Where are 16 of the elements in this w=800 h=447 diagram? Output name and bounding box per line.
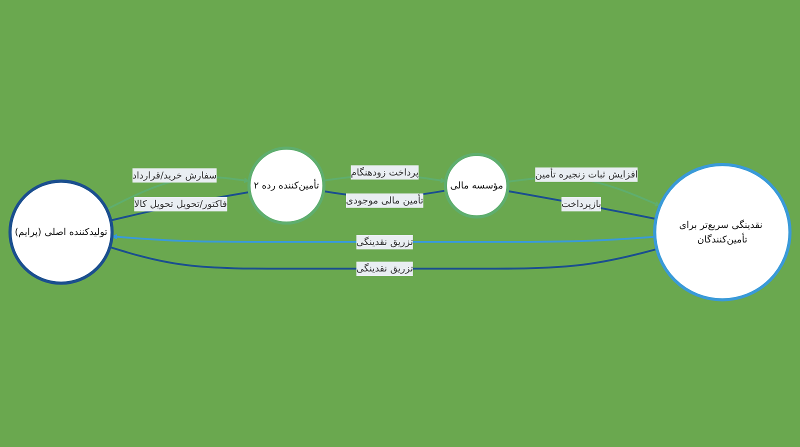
node-circle: تولیدکننده اصلی (پرایم) bbox=[8, 179, 114, 284]
arrow bbox=[112, 234, 655, 242]
edge-label: تزریق نقدینگی bbox=[356, 262, 414, 274]
connector bbox=[507, 190, 656, 220]
node-circle: نقدینگی سریع‌تر برای تأمین‌کنندگان bbox=[653, 162, 792, 301]
connector bbox=[110, 246, 658, 270]
node-circle: مؤسسه مالی bbox=[444, 152, 510, 218]
edge-label: تزریق نقدینگی bbox=[356, 236, 414, 247]
edge-label: پرداخت زودهنگام bbox=[350, 166, 419, 178]
connector bbox=[110, 190, 250, 221]
edge-label: فاکتور/تحویل تحویل کالا bbox=[134, 198, 227, 209]
edge-label: سفارش خرید/قرارداد bbox=[132, 168, 217, 180]
node-circle: تأمین‌کننده رده ۲ bbox=[247, 146, 326, 224]
edge-label: بازپرداخت bbox=[561, 198, 602, 209]
edge-label: افزایش ثبات زنجیره تأمین bbox=[535, 168, 638, 180]
edge-label: تأمین مالی موجودی bbox=[346, 194, 424, 206]
